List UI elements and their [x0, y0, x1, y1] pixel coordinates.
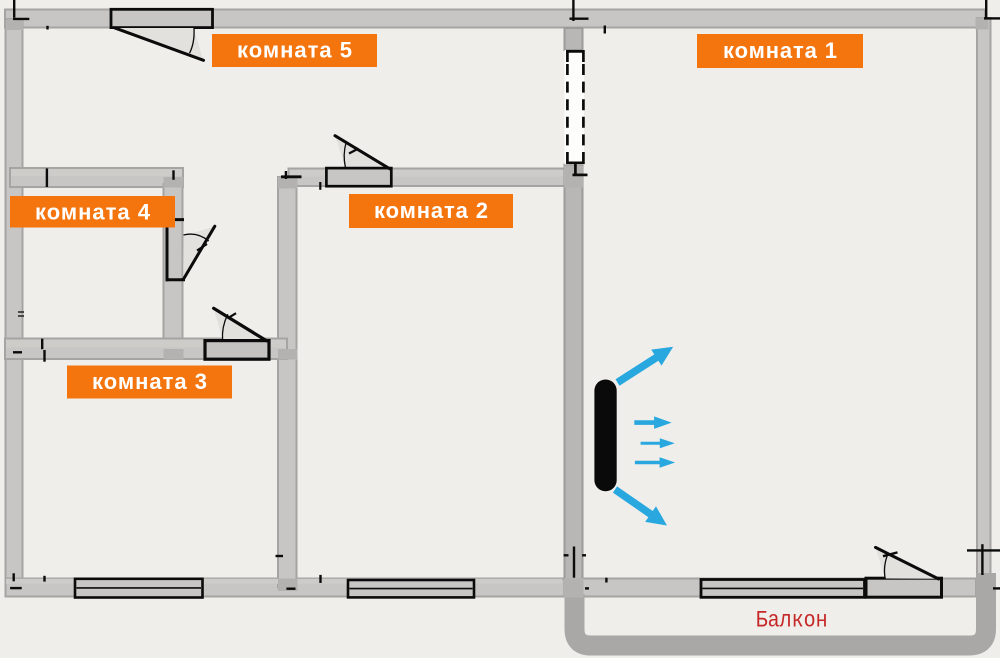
svg-text:комната 3: комната 3 — [92, 369, 207, 394]
svg-text:Балкон: Балкон — [756, 608, 828, 634]
svg-text:комната 2: комната 2 — [374, 198, 488, 223]
svg-text:комната 4: комната 4 — [35, 200, 151, 225]
svg-text:комната 5: комната 5 — [237, 38, 352, 63]
svg-text:комната 1: комната 1 — [723, 38, 837, 63]
